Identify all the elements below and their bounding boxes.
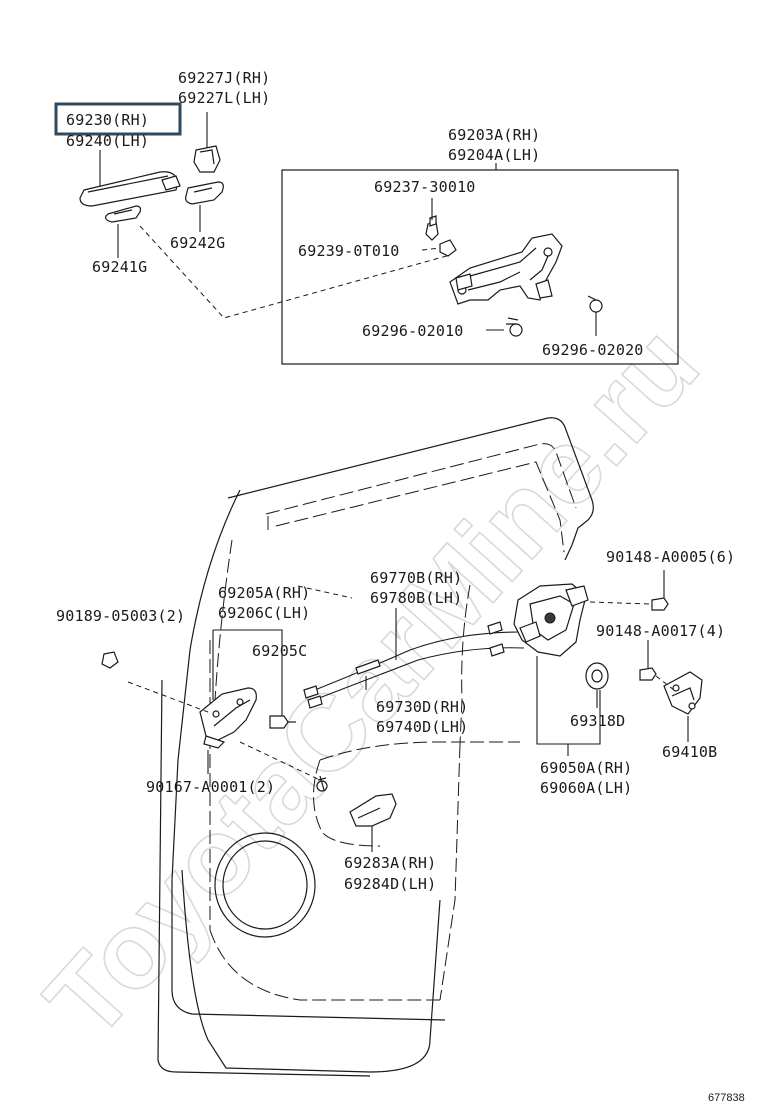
label-grommet[interactable]: 69318D (570, 712, 625, 730)
outside-handle-part[interactable] (79, 171, 181, 207)
screw-90148-6-part[interactable] (651, 597, 669, 611)
label-rod-rh[interactable]: 69730D(RH) (376, 698, 468, 716)
label-cable-rh[interactable]: 69770B(RH) (370, 569, 462, 587)
label-69237[interactable]: 69237-30010 (374, 178, 476, 196)
label-lock-rh[interactable]: 69050A(RH) (540, 759, 632, 777)
leader-lines-cables (365, 608, 397, 690)
label-outside-handle-rh[interactable]: 69230(RH) (66, 111, 149, 129)
latch-frame-part[interactable] (449, 233, 563, 305)
label-rod-lh[interactable]: 69740D(LH) (376, 718, 468, 736)
pad-69241g-part[interactable] (105, 205, 142, 223)
striker-part[interactable] (663, 671, 703, 715)
clip-90189-part[interactable] (101, 651, 119, 669)
door-lock-part[interactable] (513, 583, 589, 657)
label-pad-69241g[interactable]: 69241G (92, 258, 147, 276)
leader-lines-inside-handle (127, 585, 353, 781)
label-cap-lh[interactable]: 69227L(LH) (178, 89, 270, 107)
label-screw-6[interactable]: 90148-A0005(6) (606, 548, 735, 566)
leader-lines-frame (421, 198, 597, 336)
screw-90148-4-part[interactable] (639, 667, 657, 681)
label-cable-lh[interactable]: 69780B(LH) (370, 589, 462, 607)
label-frame-rh[interactable]: 69203A(RH) (448, 126, 540, 144)
inside-pull-part[interactable] (349, 793, 397, 827)
label-outside-handle-lh[interactable]: 69240(LH) (66, 132, 149, 150)
screw-90167-part[interactable] (316, 775, 328, 792)
label-pad-69242g[interactable]: 69242G (170, 234, 225, 252)
label-69296a[interactable]: 69296-02010 (362, 322, 464, 340)
pad-69242g-part[interactable] (185, 181, 224, 205)
label-pull-rh[interactable]: 69283A(RH) (344, 854, 436, 872)
leader-lines-top-left (99, 112, 451, 319)
rear-door-outline (157, 417, 594, 1077)
leader-lines-lock (536, 570, 689, 756)
watermark-text: ToyotaCarMine.ru (22, 303, 721, 1060)
highlight-box (54, 102, 182, 136)
label-inside-handle-lh[interactable]: 69206C(LH) (218, 604, 310, 622)
label-screw-4[interactable]: 90148-A0017(4) (596, 622, 725, 640)
grommet-part[interactable] (585, 662, 609, 690)
handle-cap-part[interactable] (193, 145, 221, 173)
label-69296b[interactable]: 69296-02020 (542, 341, 644, 359)
cable-assembly-part[interactable] (303, 621, 525, 709)
label-striker[interactable]: 69410B (662, 743, 717, 761)
label-screw-90167[interactable]: 90167-A0001(2) (146, 778, 275, 796)
label-bezel-69205c[interactable]: 69205C (252, 642, 307, 660)
label-clip-90189[interactable]: 90189-05003(2) (56, 607, 185, 625)
label-frame-lh[interactable]: 69204A(LH) (448, 146, 540, 164)
screw-69296b-part[interactable] (587, 295, 603, 313)
label-lock-lh[interactable]: 69060A(LH) (540, 779, 632, 797)
frame-box (281, 169, 679, 365)
inside-handle-part[interactable] (199, 687, 257, 749)
label-cap-rh[interactable]: 69227J(RH) (178, 69, 270, 87)
bolt-69239-part[interactable] (439, 239, 457, 257)
part-labels: 69227J(RH) 69227L(LH) 69230(RH) 69240(LH… (56, 69, 745, 1104)
diagram-id: 677838 (708, 1092, 745, 1104)
label-pull-lh[interactable]: 69284D(LH) (344, 875, 436, 893)
screw-69296a-part[interactable] (506, 317, 523, 337)
label-inside-handle-rh[interactable]: 69205A(RH) (218, 584, 310, 602)
label-69239[interactable]: 69239-0T010 (298, 242, 400, 260)
